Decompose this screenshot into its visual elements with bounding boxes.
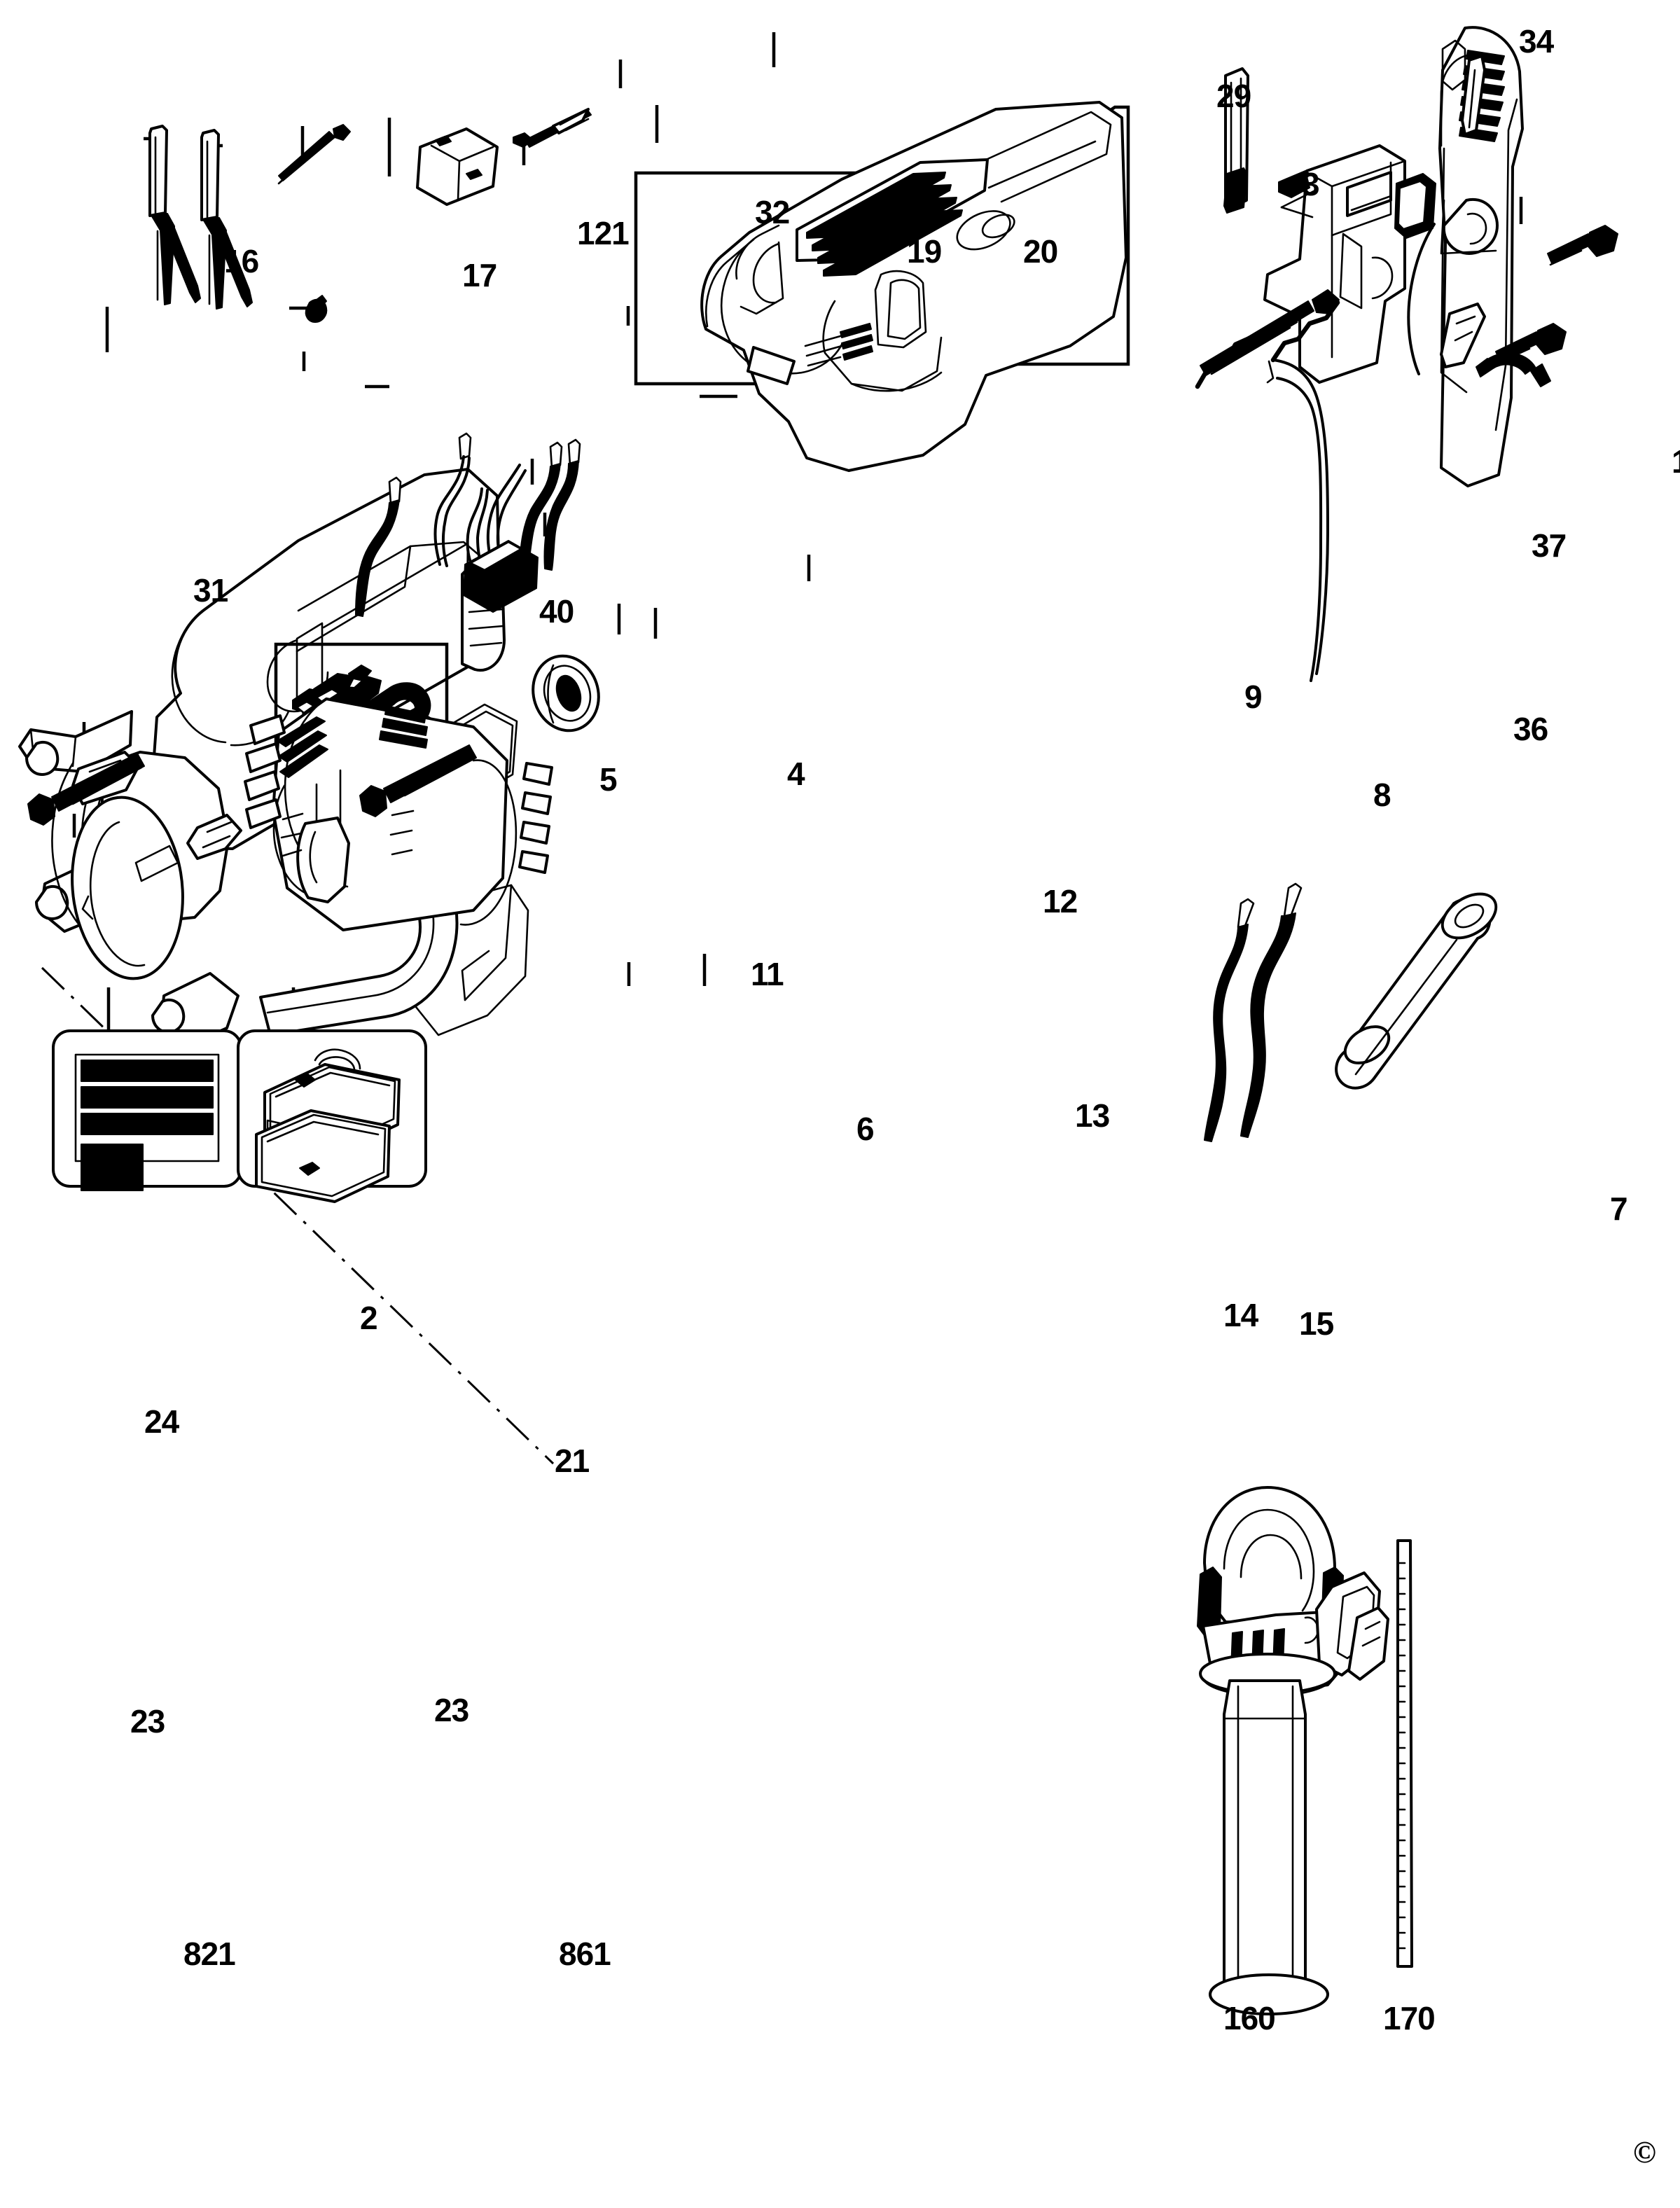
part-7-cord-protector-sleeve [1335,892,1498,1090]
callout-23-right: 23 [434,1692,469,1728]
callout-14: 14 [1223,1297,1258,1333]
part-37-handle-screw-upper [1547,225,1618,266]
callout-31: 31 [193,572,228,609]
part-13-wire-lead [543,438,581,571]
callout-821: 821 [183,1936,236,1972]
part-20-terminal-connector [513,108,592,148]
callout-21: 21 [555,1443,590,1479]
part-18-brush-block [1394,173,1436,239]
callout-29: 29 [1216,78,1251,114]
part-14-wire-lead [1204,898,1255,1142]
part-6-brush-connector-block [433,432,539,613]
callout-23-left: 23 [130,1703,165,1740]
callout-34: 34 [1519,23,1554,60]
callout-36: 36 [1513,711,1548,747]
callout-17: 17 [462,257,497,293]
callout-12: 12 [1043,883,1078,919]
part-23-field-screw-right [359,744,477,817]
part-821-nameplate-label [52,1029,242,1191]
callout-9: 9 [1244,679,1263,715]
part-36-cord-clamp [1476,352,1551,387]
callout-3: 3 [1302,166,1320,202]
callout-7: 7 [1610,1190,1628,1227]
callout-160: 160 [1223,2000,1276,2036]
part-40-set-screw [305,295,328,323]
part-15-wire-lead [1240,882,1303,1138]
callout-5: 5 [599,761,618,798]
copyright-mark: © [1633,2135,1656,2169]
callout-13: 13 [1075,1097,1110,1134]
callout-8: 8 [1373,777,1391,813]
part-23-field-screw-left [27,753,145,826]
part-17-carbon-brush [200,129,253,310]
callout-24: 24 [144,1403,179,1440]
part-12-wire-lead [519,441,563,576]
callout-32: 32 [755,194,790,230]
callout-170: 170 [1383,2000,1436,2036]
callout-20: 20 [1023,233,1058,270]
part-3-trigger-switch [1263,144,1406,384]
callout-861: 861 [559,1936,611,1972]
part-29-brush-terminal-strip [1223,67,1249,214]
part-861-carrying-case [237,1029,427,1203]
part-16-carbon-brush [148,125,201,305]
callout-121: 121 [577,215,630,251]
callout-15: 15 [1299,1305,1334,1342]
callout-6: 6 [856,1111,875,1147]
part-34-handle-cover [1407,26,1524,487]
callout-11: 11 [751,956,784,992]
callout-18: 18 [1672,445,1680,478]
part-21-ball-bearing [532,654,600,732]
callout-37-lower: 37 [1532,527,1567,564]
part-160-side-handle [1197,1486,1389,2015]
part-2-field-stator [244,697,553,931]
callout-19: 19 [907,233,942,270]
callout-16: 16 [224,243,259,279]
callout-40: 40 [539,593,574,630]
callout-4: 4 [787,756,805,792]
part-170-depth-gauge-rod [1396,1539,1413,1968]
part-32-motor-housing [700,101,1127,472]
part-8-power-cord [1195,300,1340,682]
callout-2: 2 [360,1300,378,1336]
part-19-switch-lock-button [416,127,499,206]
part-121-long-screw [277,124,351,185]
part-11-wire-lead [355,476,402,617]
